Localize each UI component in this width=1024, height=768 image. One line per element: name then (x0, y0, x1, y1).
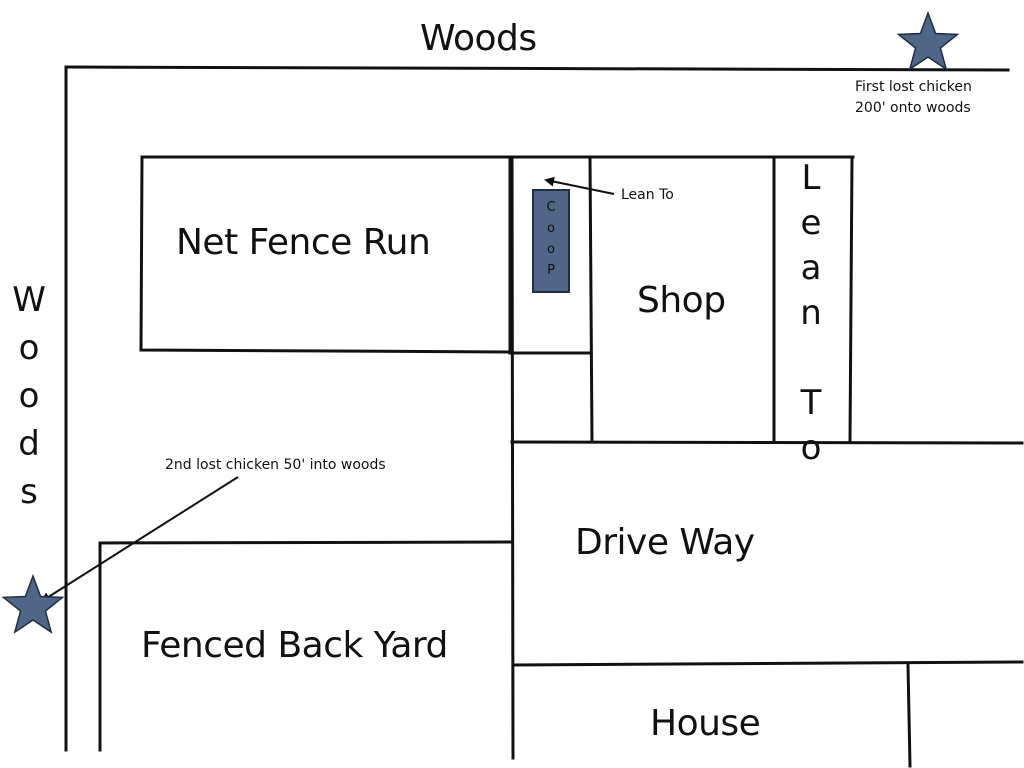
lean-to-arrow (544, 176, 615, 195)
lean-to-callout: Lean To (621, 187, 674, 203)
house-label: House (650, 703, 761, 744)
woods-left-letter: o (18, 376, 40, 416)
lean-to-letter: a (800, 248, 822, 288)
back-yard-top (98, 540, 514, 545)
net-fence-run-label: Net Fence Run (176, 222, 431, 263)
first-lost-chicken-note: First lost chicken 200' onto woods (855, 77, 972, 119)
woods-left-letter: W (12, 280, 46, 320)
first-lost-chicken-note-line1: First lost chicken (855, 79, 972, 95)
first-lost-chicken-star-icon (896, 10, 960, 71)
property-boundary-top (64, 65, 1010, 72)
coop-box (532, 189, 570, 293)
coop-lean-to-right (588, 156, 594, 444)
driveway-bottom (511, 660, 1024, 667)
woods-left-letter: d (18, 424, 40, 464)
lean-to-letter: T (800, 383, 822, 423)
woods-top-label: Woods (420, 18, 537, 59)
lean-to-letter: o (800, 428, 822, 468)
shop-label: Shop (637, 280, 726, 321)
coop-letter: P (547, 263, 555, 278)
woods-left-letter: s (20, 472, 38, 512)
lean-to-letter: e (800, 203, 822, 243)
lean-to-letter (806, 336, 817, 381)
coop-letter: C (546, 200, 556, 215)
coop-letter: o (547, 242, 555, 257)
house-right-wall (906, 663, 912, 768)
drive-way-label: Drive Way (575, 522, 755, 563)
first-lost-chicken-note-line2: 200' onto woods (855, 100, 971, 116)
driveway-top (510, 440, 1024, 445)
coop-letter: o (547, 221, 555, 236)
second-lost-chicken-note: 2nd lost chicken 50' into woods (165, 457, 386, 473)
center-divider (510, 155, 515, 760)
lean-to-letter: n (800, 293, 822, 333)
fenced-back-yard-label: Fenced Back Yard (141, 625, 448, 666)
lean-to-letter: L (801, 158, 821, 198)
woods-left-letter: o (18, 328, 40, 368)
second-chicken-arrow (40, 476, 239, 603)
lean-to-right-wall (848, 156, 854, 444)
second-lost-chicken-star-icon (1, 573, 65, 634)
